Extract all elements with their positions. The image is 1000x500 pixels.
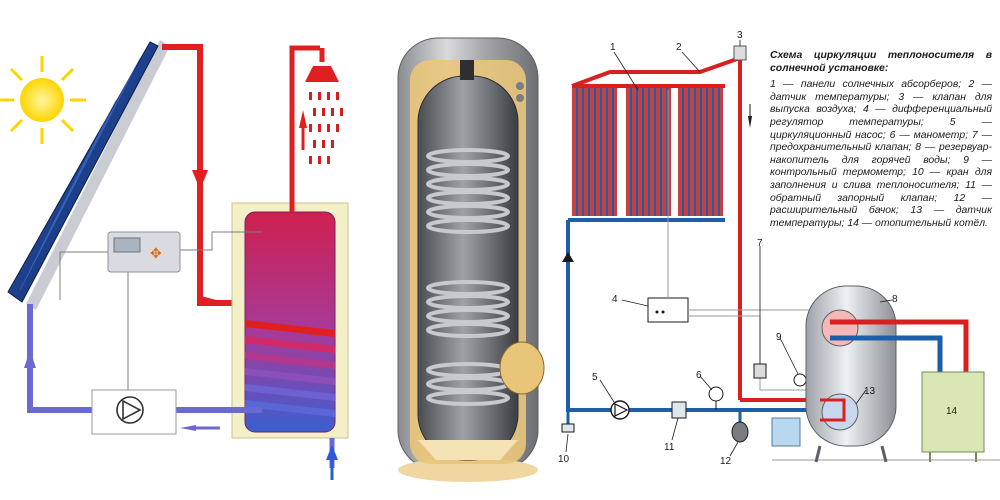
hot-water-storage-tank <box>806 286 896 462</box>
flow-arrow-up-icon <box>326 445 338 460</box>
label-11: 11 <box>664 442 675 453</box>
label-2: 2 <box>676 42 682 53</box>
expansion-tank <box>732 422 748 442</box>
check-valve <box>672 402 686 418</box>
air-release-valve <box>734 46 746 60</box>
legend-title: Схема циркуляции теплоносителя в солнечн… <box>770 50 992 75</box>
flow-arrow-up-icon <box>299 110 307 128</box>
pump-icon <box>117 397 143 423</box>
legend-body: 1 — панели солнечных абсорберов; 2 — дат… <box>770 79 992 230</box>
legend-text-block: Схема циркуляции теплоносителя в солнечн… <box>770 50 992 230</box>
drain-reservoir <box>772 418 800 446</box>
shower-icon <box>305 48 343 164</box>
flow-arrow-left-icon <box>180 425 196 431</box>
label-12: 12 <box>720 456 732 467</box>
cold-return-line <box>568 220 820 410</box>
label-6: 6 <box>696 370 702 381</box>
temperature-controller <box>648 298 688 322</box>
sun-icon <box>0 56 86 144</box>
label-3: 3 <box>737 30 743 41</box>
label-5: 5 <box>592 372 598 383</box>
safety-valve <box>754 364 766 378</box>
flow-arrow-down-icon <box>192 170 208 190</box>
pump-icon <box>611 401 629 419</box>
solar-collector-diagram: ✥ <box>0 40 348 480</box>
label-7: 7 <box>757 238 763 249</box>
label-4: 4 <box>612 294 618 305</box>
flow-arrow-up-icon <box>562 252 574 262</box>
drain-tap <box>562 424 574 432</box>
label-9: 9 <box>776 332 782 343</box>
label-1: 1 <box>610 42 616 53</box>
thermometer-icon <box>794 374 806 386</box>
svg-text:✥: ✥ <box>150 245 162 261</box>
label-14: 14 <box>946 406 958 417</box>
flow-arrow-up-icon <box>24 350 36 368</box>
label-8: 8 <box>892 294 898 305</box>
bivalent-water-heater-cutaway <box>398 38 544 482</box>
label-10: 10 <box>558 454 570 465</box>
inspection-flange <box>500 342 544 394</box>
label-13: 13 <box>864 386 876 397</box>
controller-icon: ✥ <box>108 232 180 272</box>
solar-absorber-panels <box>568 86 725 220</box>
